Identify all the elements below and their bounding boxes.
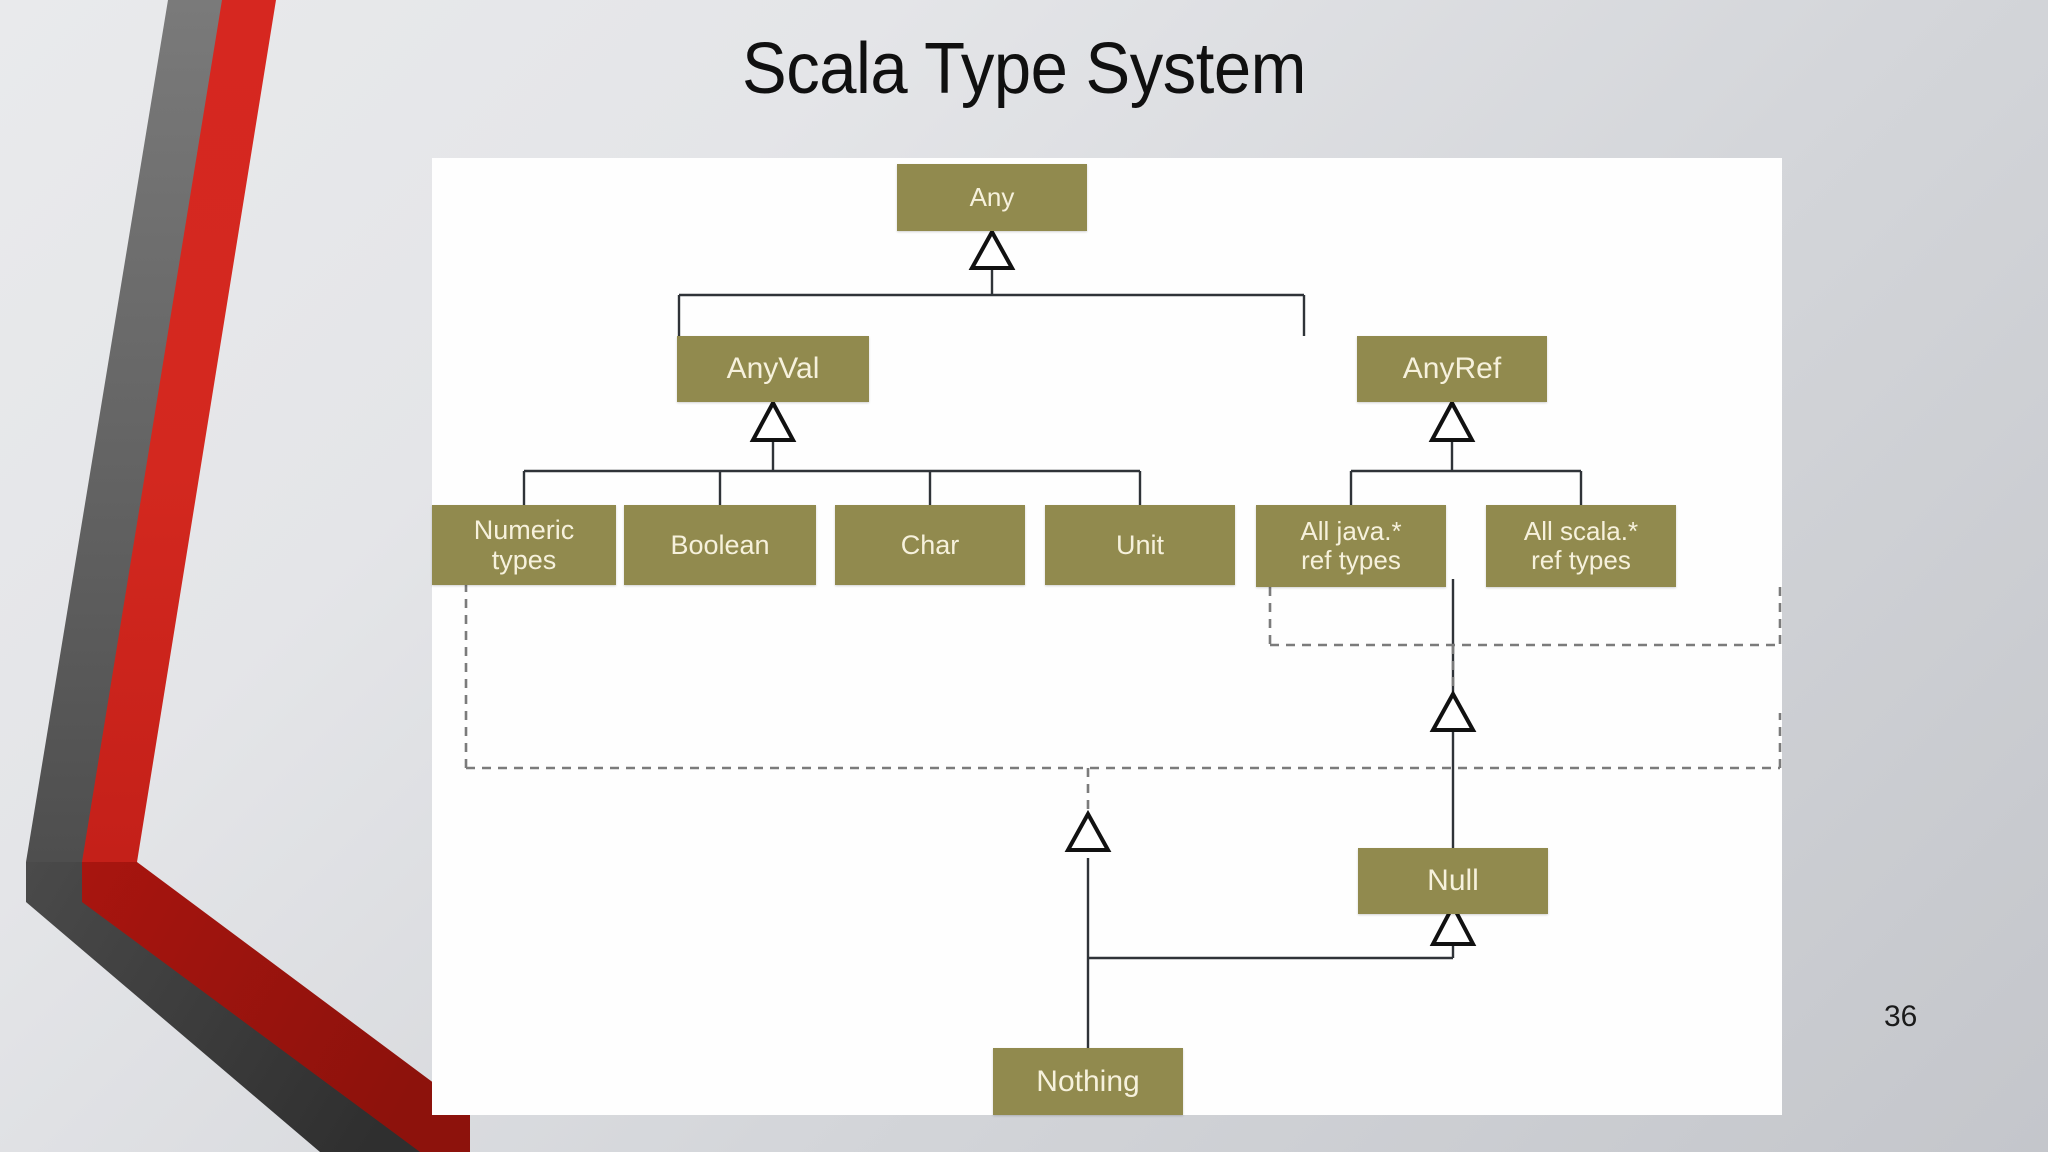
arrow-triangle-anyval bbox=[749, 398, 797, 442]
node-unit-label: Unit bbox=[1115, 529, 1164, 560]
node-anyref-label: AnyRef bbox=[1402, 352, 1502, 386]
node-nothing-label: Nothing bbox=[1036, 1064, 1140, 1098]
node-char[interactable]: Char bbox=[835, 505, 1025, 585]
node-boolean[interactable]: Boolean bbox=[624, 505, 816, 585]
node-java-line2: ref types bbox=[1301, 545, 1401, 575]
node-char-label: Char bbox=[900, 529, 960, 560]
arrow-triangle-null-bottom bbox=[1429, 901, 1477, 946]
page-number: 36 bbox=[1884, 1000, 1918, 1033]
page-title: Scala Type System bbox=[741, 29, 1306, 109]
node-any-label: Any bbox=[969, 181, 1015, 212]
node-anyval[interactable]: AnyVal bbox=[677, 336, 869, 402]
arrow-triangle-null-up bbox=[1429, 689, 1477, 732]
node-anyref[interactable]: AnyRef bbox=[1357, 336, 1547, 402]
type-hierarchy-diagram: Any AnyVal AnyRef Numeric types Boolean … bbox=[432, 158, 1782, 1115]
node-unit[interactable]: Unit bbox=[1045, 505, 1235, 585]
node-boolean-label: Boolean bbox=[670, 529, 770, 560]
diagram-connectors bbox=[464, 227, 1782, 1048]
node-numeric-line2: types bbox=[491, 545, 557, 575]
node-all-java-ref-types[interactable]: All java.* ref types bbox=[1256, 505, 1446, 587]
arrow-triangle-anyref bbox=[1428, 398, 1476, 442]
arrow-triangle-any bbox=[968, 227, 1016, 270]
node-null[interactable]: Null bbox=[1358, 848, 1548, 914]
node-numeric-types[interactable]: Numeric types bbox=[432, 505, 616, 585]
red-ribbon-lower bbox=[82, 862, 470, 1152]
node-numeric-line1: Numeric bbox=[473, 514, 575, 545]
decorative-chevron-ribbons bbox=[0, 0, 470, 1152]
node-any[interactable]: Any bbox=[897, 164, 1087, 231]
gray-ribbon-upper bbox=[26, 0, 225, 862]
node-null-label: Null bbox=[1427, 864, 1479, 898]
node-anyval-label: AnyVal bbox=[726, 352, 820, 386]
node-java-line1: All java.* bbox=[1300, 515, 1402, 546]
arrow-triangle-nothing-up bbox=[1064, 809, 1112, 852]
node-scala-line1: All scala.* bbox=[1523, 515, 1639, 546]
node-all-scala-ref-types[interactable]: All scala.* ref types bbox=[1486, 505, 1676, 587]
node-nothing[interactable]: Nothing bbox=[993, 1048, 1183, 1115]
red-ribbon-upper bbox=[82, 0, 276, 862]
node-scala-line2: ref types bbox=[1531, 545, 1631, 575]
